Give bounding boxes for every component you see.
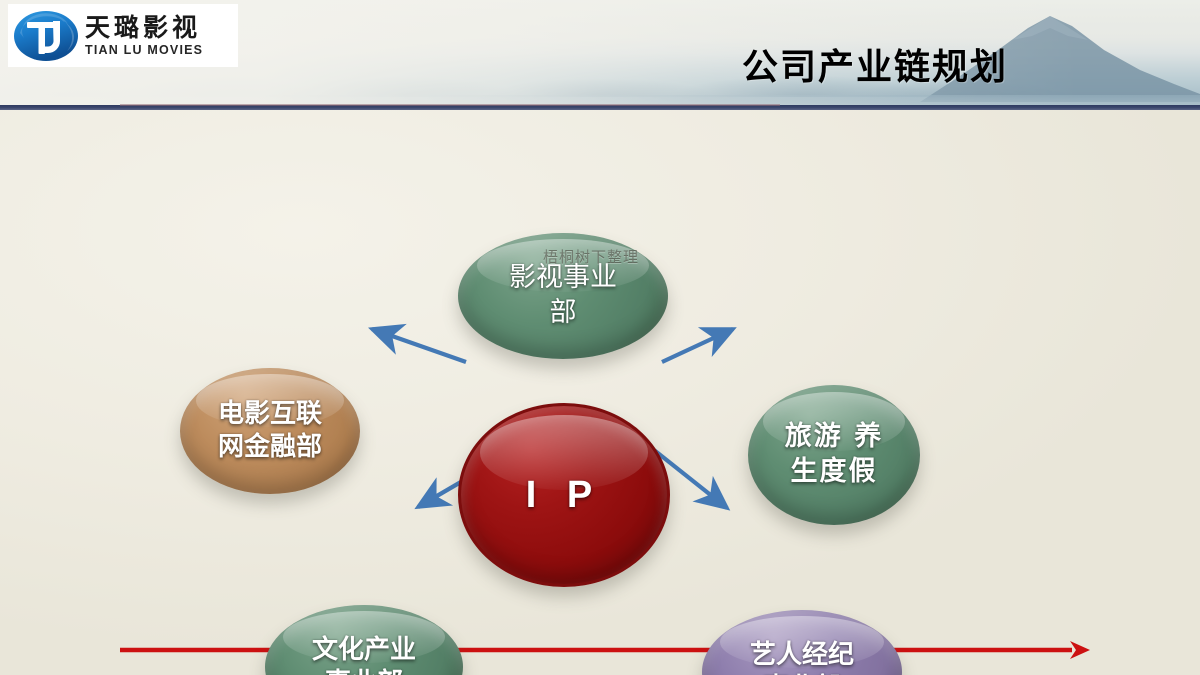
logo-company-name-cn: 天璐影视 xyxy=(85,12,202,42)
node-film-internet-finance[interactable]: 电影互联 网金融部 xyxy=(180,368,360,494)
slide-header: 天璐影视 TIAN LU MOVIES 公司产业链规划 xyxy=(0,0,1200,111)
header-divider xyxy=(0,105,1200,110)
tl-monogram-icon xyxy=(14,10,78,61)
watermark-text: 梧桐树下整理 xyxy=(543,248,640,266)
node-tourism-wellness[interactable]: 旅游 养 生度假 xyxy=(748,385,920,525)
node-ip-center-label: I P xyxy=(525,473,603,516)
page-title: 公司产业链规划 xyxy=(742,47,1009,88)
node-ip-center[interactable]: I P xyxy=(458,403,670,587)
node-film-internet-finance-label: 电影互联 网金融部 xyxy=(217,398,322,462)
header-divider-accent xyxy=(120,104,780,106)
logo-company-name-en: TIAN LU MOVIES xyxy=(85,42,204,57)
node-cultural-industry-label: 文化产业 事业部 xyxy=(311,634,416,675)
arrow-to-artist xyxy=(652,448,731,511)
arrow-to-finance xyxy=(368,323,467,364)
connector-arrows xyxy=(120,251,1090,659)
node-film-division-label: 影视事业 部 xyxy=(509,262,617,328)
node-tourism-wellness-label: 旅游 养 生度假 xyxy=(784,421,884,487)
slide-body: 影视事业 部 电影互联 网金融部 旅游 养 生度假 文化产业 事业部 艺人经纪 … xyxy=(0,110,1200,675)
node-artist-management-label: 艺人经纪 事业部 xyxy=(749,639,854,675)
company-logo[interactable]: 天璐影视 TIAN LU MOVIES xyxy=(8,4,238,67)
arrow-to-travel xyxy=(661,327,737,364)
